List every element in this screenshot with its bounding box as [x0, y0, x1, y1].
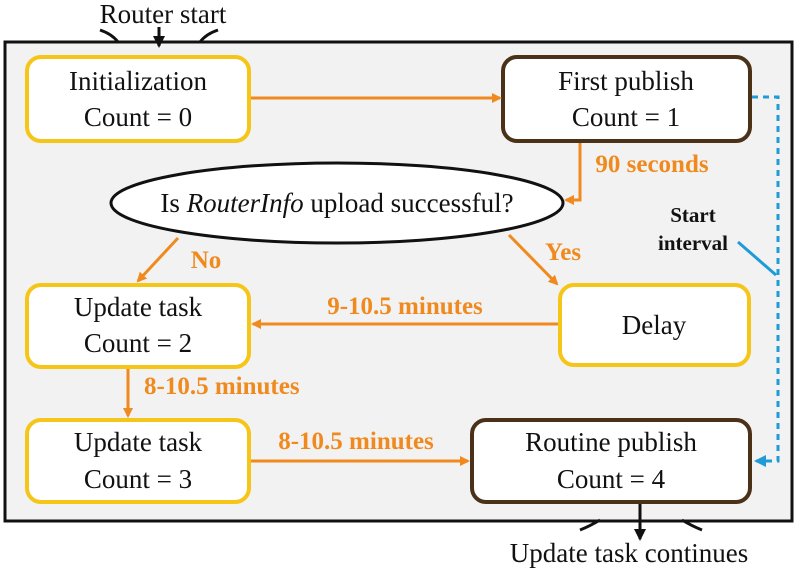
- label-update2-to-update3: 8-10.5 minutes: [144, 373, 300, 400]
- node-decision-emphasis: RouterInfo: [186, 188, 304, 218]
- node-first-publish-line1: First publish: [558, 66, 694, 96]
- label-delay-to-update: 9-10.5 minutes: [327, 293, 483, 320]
- node-routine-publish: [470, 418, 752, 504]
- node-update-task-3-line1: Update task: [74, 427, 203, 457]
- node-decision-prefix: Is: [160, 188, 186, 218]
- note-start-interval-line1: Start: [670, 203, 716, 227]
- node-routine-publish-line2: Count = 4: [557, 464, 666, 494]
- label-update3-to-routine: 8-10.5 minutes: [278, 428, 434, 455]
- node-first-publish-line2: Count = 1: [572, 102, 680, 132]
- node-first-publish: [501, 55, 752, 143]
- edge-first-publish-to-decision: [564, 143, 582, 205]
- exit-tick-right: [681, 518, 703, 532]
- note-leader-line: [737, 240, 777, 277]
- node-decision-suffix: upload successful?: [304, 188, 514, 218]
- node-delay: [558, 283, 751, 367]
- edge-decision-yes: [507, 233, 559, 286]
- node-update-task-2-line1: Update task: [74, 292, 203, 322]
- edge-start-interval-dashed: [752, 95, 780, 467]
- node-update-task-2-line2: Count = 2: [84, 328, 192, 358]
- update-task-continues-label: Update task continues: [510, 538, 748, 568]
- exit-tick-left: [579, 518, 601, 532]
- node-initialization-line2: Count = 0: [84, 102, 192, 132]
- node-initialization-line1: Initialization: [69, 66, 207, 96]
- node-update-task-2: [25, 283, 251, 369]
- edge-decision-no: [136, 236, 180, 283]
- node-decision-text: Is RouterInfo upload successful?: [160, 188, 513, 218]
- node-delay-label: Delay: [622, 310, 687, 340]
- node-decision: [109, 161, 565, 245]
- node-routine-publish-line1: Routine publish: [525, 427, 697, 457]
- label-90-seconds: 90 seconds: [595, 151, 708, 178]
- router-start-label: Router start: [100, 0, 227, 29]
- start-tick-right: [198, 28, 219, 43]
- note-start-interval-line2: interval: [658, 231, 728, 255]
- label-no: No: [191, 247, 222, 274]
- node-update-task-3: [25, 418, 251, 504]
- label-yes: Yes: [545, 239, 581, 266]
- node-initialization: [25, 55, 251, 143]
- start-tick-left: [99, 28, 120, 43]
- node-update-task-3-line2: Count = 3: [84, 464, 192, 494]
